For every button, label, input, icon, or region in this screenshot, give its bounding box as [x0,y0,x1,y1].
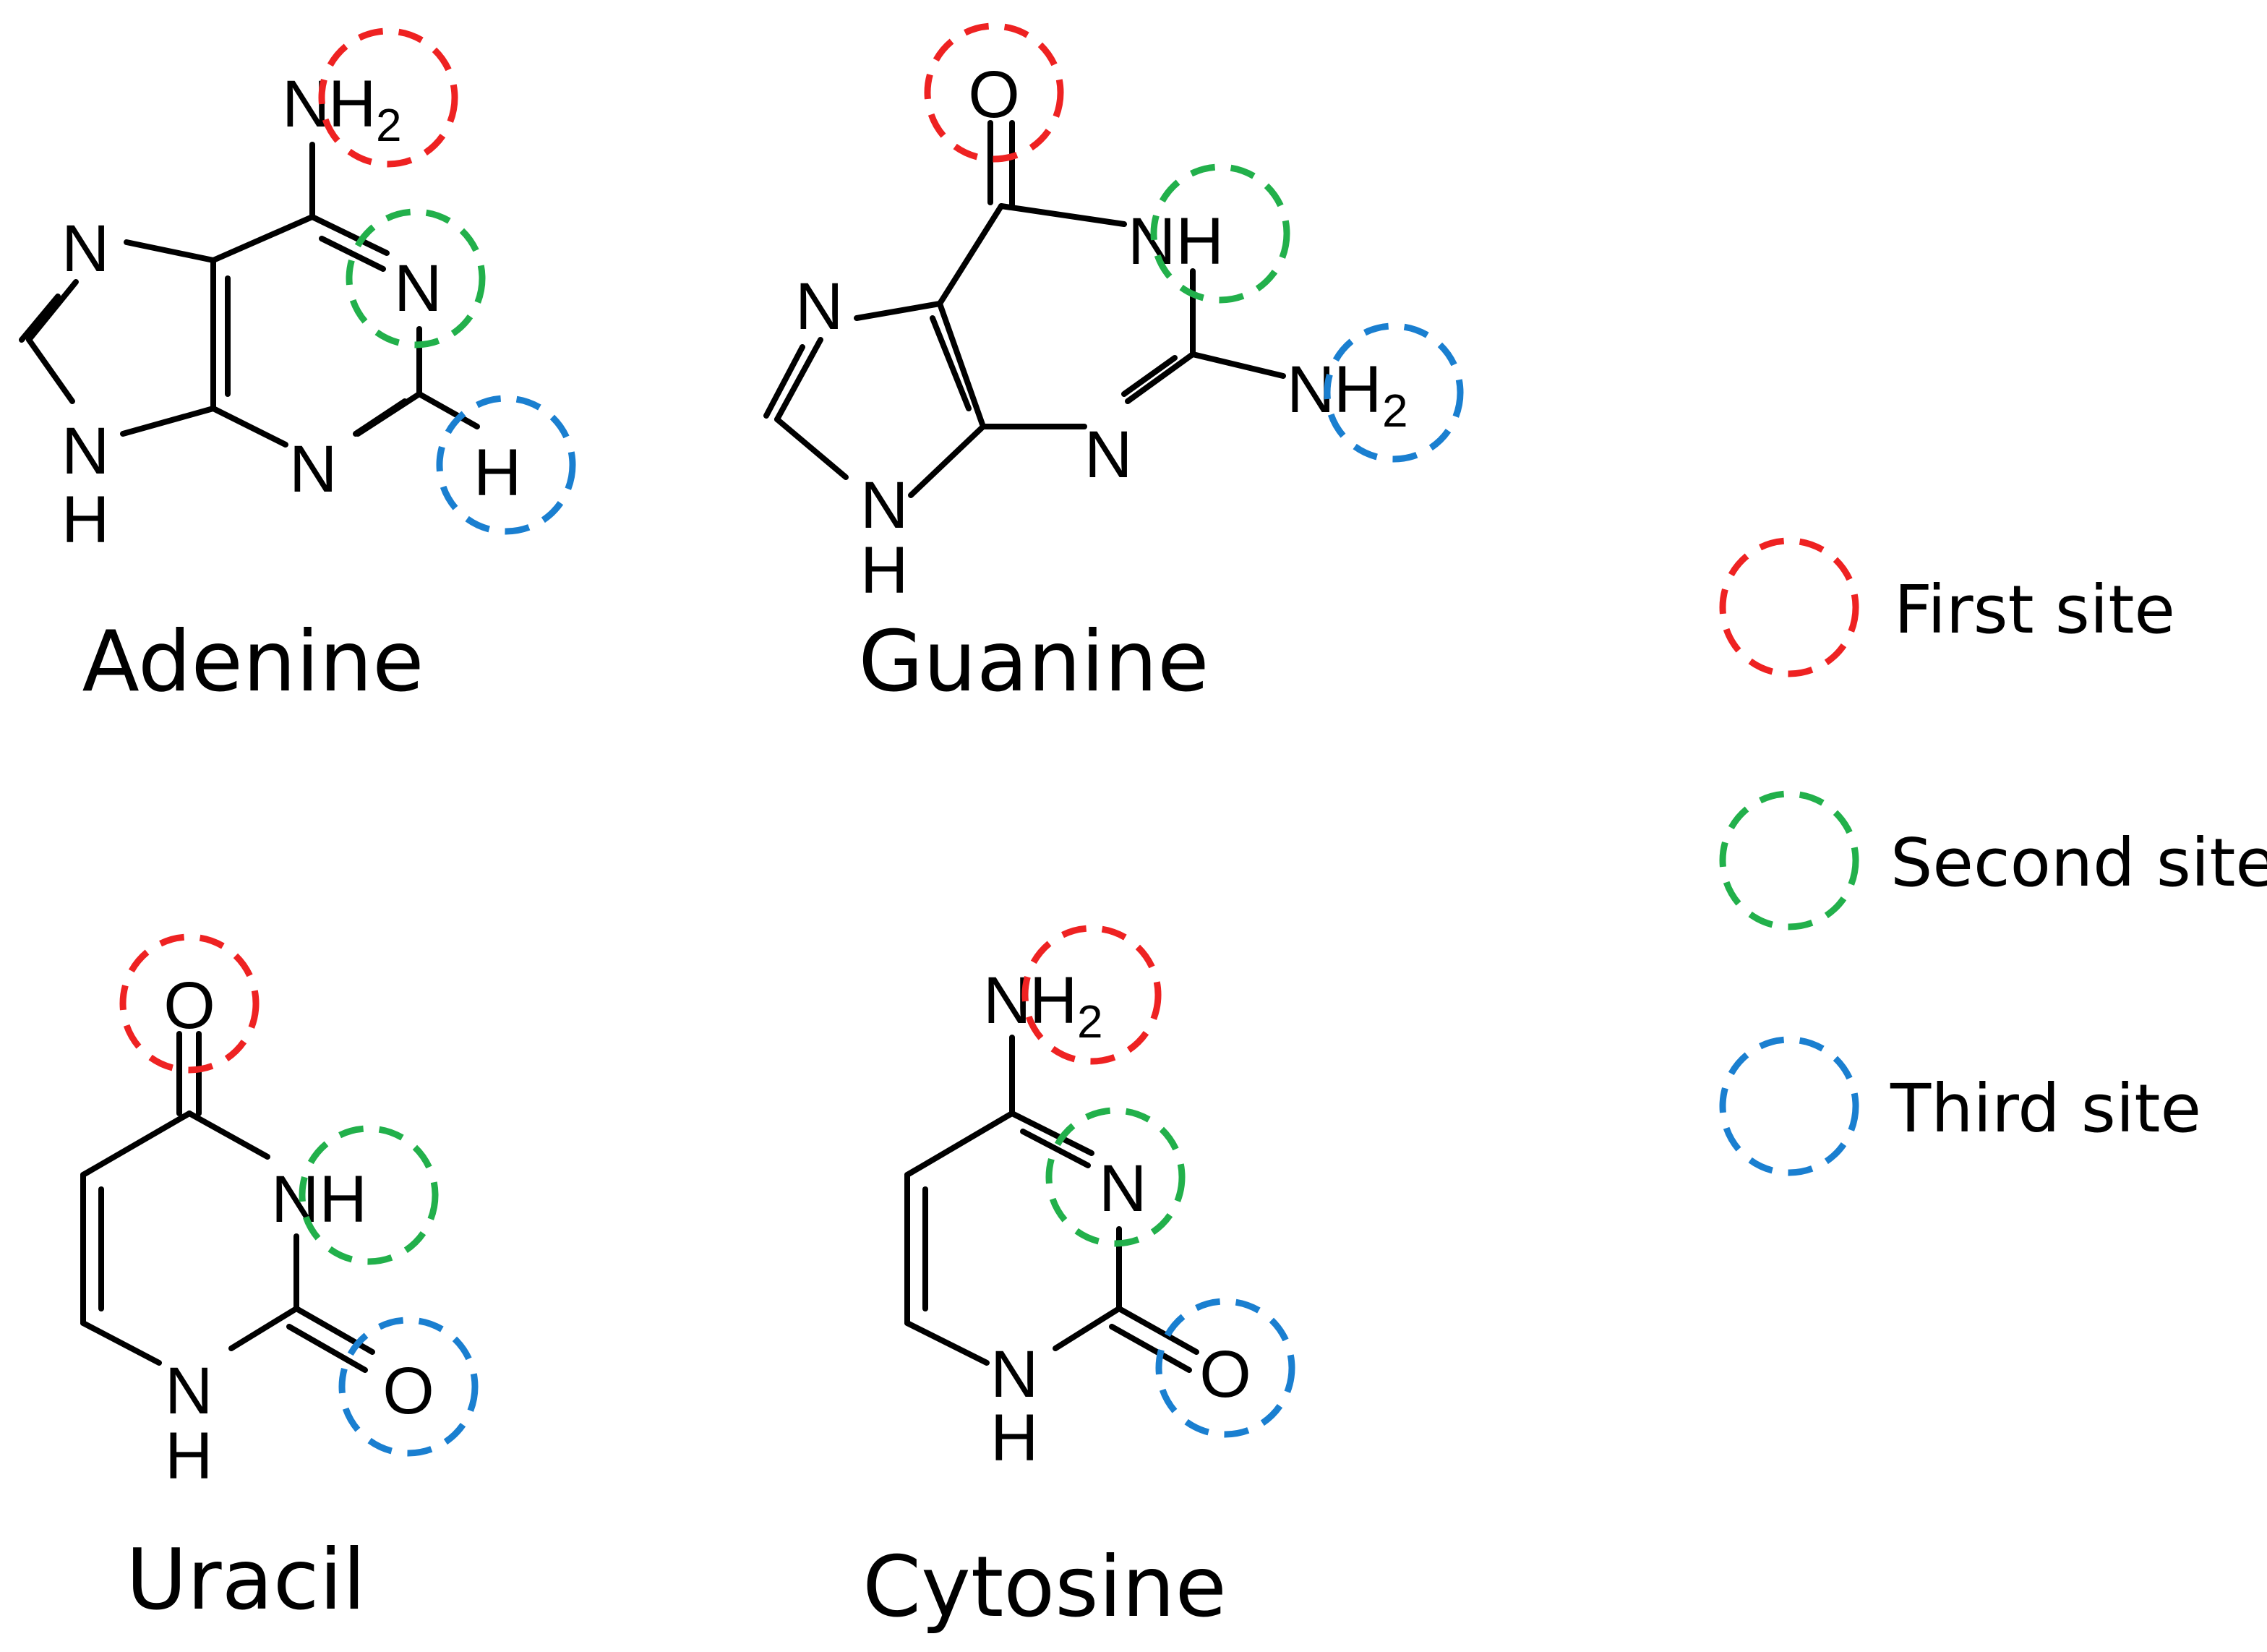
cytosine-n1-h: H [990,1401,1038,1475]
adenine-label: Adenine [82,613,424,711]
legend-item-second-site: Second site [1719,790,2267,930]
adenine-first-site-marker [318,27,458,168]
adenine-second-site-marker [346,208,486,348]
cytosine-second-site-marker [1045,1107,1186,1247]
guanine-amino-h: H [1334,353,1381,427]
uracil-o2: O [382,1354,434,1428]
guanine-label: Guanine [858,613,1209,711]
adenine-amino-h: H [328,67,376,141]
adenine-third-site-marker [436,395,576,535]
cytosine-structure: N H 2 N O N H Cytosine [862,925,1295,1636]
adenine-n1: N [394,252,442,325]
uracil-atoms: O NH O N H [163,969,434,1493]
uracil-second-site-marker [299,1125,439,1265]
cytosine-bonds [904,1035,1199,1373]
guanine-atoms: O NH N H 2 N N N H [795,58,1408,607]
legend-third-site-marker [1719,1036,1859,1176]
guanine-o6: O [968,58,1020,132]
guanine-n9-h: H [860,534,908,607]
guanine-n1h: NH [1128,205,1224,278]
adenine-amino-n: N [282,67,330,141]
adenine-amino-subscript: 2 [376,99,402,151]
uracil-n1-h: H [165,1419,213,1493]
uracil-n1: N [165,1354,213,1428]
uracil-o4: O [163,969,215,1043]
legend-item-third-site: Third site [1719,1036,2201,1176]
cytosine-amino-subscript: 2 [1077,996,1103,1048]
guanine-bonds [763,120,1286,498]
guanine-amino-subscript: 2 [1382,385,1408,437]
cytosine-o2: O [1199,1338,1251,1411]
uracil-label: Uracil [126,1531,366,1629]
uracil-third-site-marker [338,1317,479,1457]
guanine-n7: N [795,270,843,343]
adenine-n9: N [61,414,109,488]
legend-item-first-site: First site [1719,537,2175,677]
legend-second-site-label: Second site [1890,824,2267,902]
cytosine-label: Cytosine [862,1538,1227,1636]
guanine-second-site-marker [1150,163,1290,304]
legend-third-site-label: Third site [1890,1070,2201,1147]
adenine-bonds [19,142,480,448]
adenine-atoms: N H 2 N N H N N H [61,67,521,557]
adenine-n7: N [61,212,109,286]
legend: First site Second site Third site [1719,537,2267,1176]
uracil-n3h: NH [271,1163,367,1236]
cytosine-first-site-marker [1021,925,1162,1065]
uracil-first-site-marker [119,933,260,1074]
cytosine-n3: N [1099,1152,1147,1225]
cytosine-amino-h: H [1029,964,1077,1037]
guanine-n9: N [860,468,908,542]
guanine-structure: O NH N H 2 N N N H Guanine [763,22,1464,711]
cytosine-third-site-marker [1155,1298,1295,1438]
adenine-c2-h: H [473,436,521,510]
cytosine-n1: N [990,1338,1038,1411]
guanine-n3: N [1084,418,1132,492]
adenine-n3: N [289,432,337,506]
guanine-third-site-marker [1324,322,1464,463]
uracil-structure: O NH O N H Uracil [80,933,479,1629]
adenine-structure: N H 2 N N H N N H Adenine [19,27,576,711]
adenine-n9-h: H [61,483,109,557]
legend-second-site-marker [1719,790,1859,930]
legend-first-site-label: First site [1894,571,2175,649]
cytosine-atoms: N H 2 N O N H [983,964,1251,1475]
legend-first-site-marker [1719,537,1859,677]
guanine-first-site-marker [924,22,1064,163]
uracil-bonds [80,1031,375,1373]
